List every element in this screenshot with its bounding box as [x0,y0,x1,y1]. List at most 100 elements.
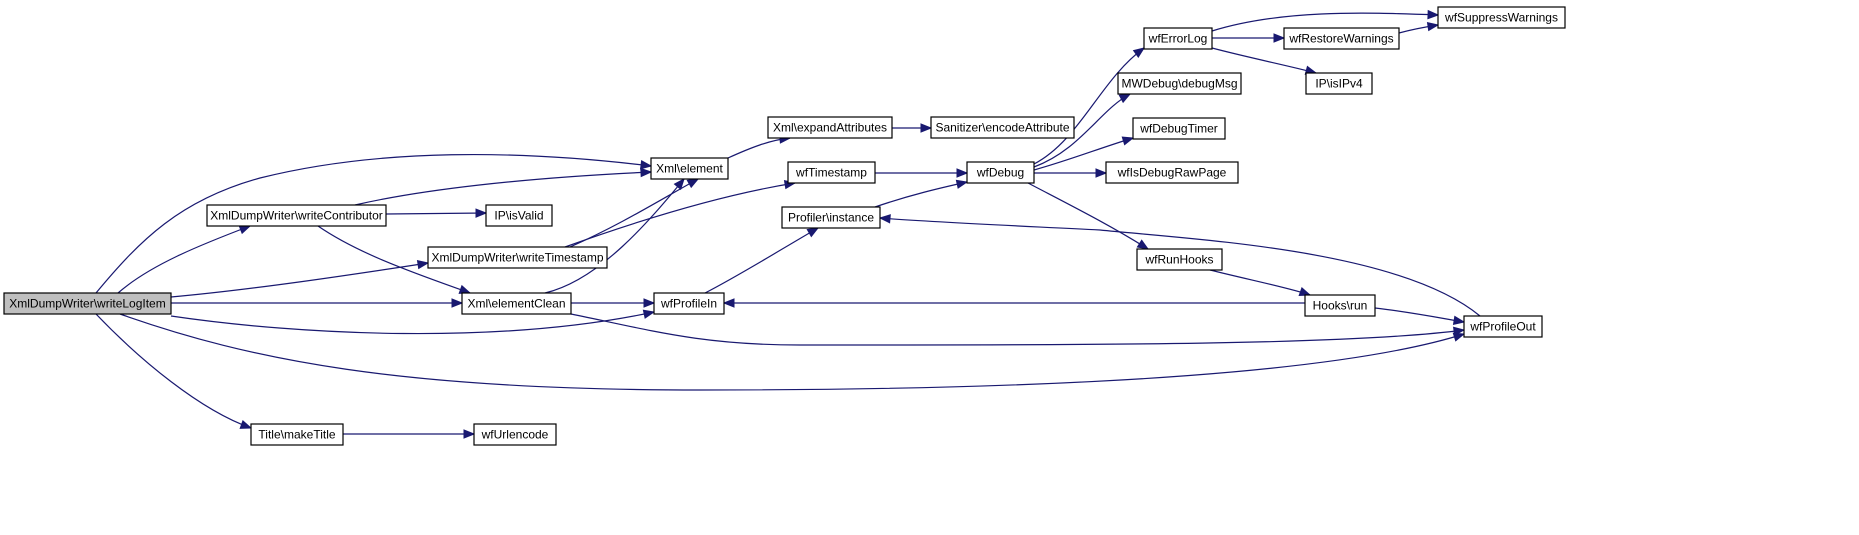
node-box [1283,27,1400,50]
edge-line [1033,47,1145,165]
graph-node-wfDebugTimer[interactable]: wfDebugTimer [1132,117,1226,140]
edge-writeLogItem-to-wfProfileOut [119,313,1466,391]
arrowhead-icon [239,420,253,429]
graph-node-wfProfileOut[interactable]: wfProfileOut [1463,315,1543,338]
arrowhead-icon [475,208,488,218]
edge-line [564,182,796,248]
arrowhead-icon [955,179,969,189]
edge-elementClean-to-wfProfileOut [570,313,1466,346]
edge-line [879,217,1481,317]
node-label: wfDebug [976,166,1024,180]
edge-wfRunHooks-to-hooksRun [1209,269,1312,297]
arrowhead-icon [1132,47,1146,58]
edge-writeLogItem-to-wfProfileIn [170,309,656,335]
edge-wfDebug-to-wfRunHooks [1027,182,1150,250]
node-label: wfTimestamp [795,166,867,180]
edge-line [704,227,819,294]
arrowhead-icon [1452,332,1466,342]
graph-node-hooksRun[interactable]: Hooks\run [1304,294,1376,317]
arrowhead-icon [640,160,653,170]
arrowhead-icon [722,298,735,308]
edge-wfErrorLog-to-isIPv4 [1211,47,1318,75]
node-box [427,246,608,269]
graph-node-writeTimestamp[interactable]: XmlDumpWriter\writeTimestamp [427,246,608,269]
node-box [1304,294,1376,317]
arrowhead-icon [956,168,969,178]
graph-node-encodeAttribute[interactable]: Sanitizer\encodeAttribute [930,116,1075,139]
edge-line [1033,93,1131,168]
arrowhead-icon [1118,93,1132,104]
call-graph-edges [95,9,1481,439]
edge-line [1027,182,1149,250]
arrowhead-icon [1452,315,1466,325]
node-label: Hooks\run [1313,299,1368,313]
node-box [966,161,1035,184]
node-box [1105,161,1239,184]
arrowhead-icon [642,309,656,319]
graph-node-makeTitle[interactable]: Title\makeTitle [250,423,344,446]
edge-line [1374,307,1465,323]
node-box [1117,72,1242,95]
arrowhead-icon [1121,136,1135,146]
node-label: XmlDumpWriter\writeContributor [210,209,382,223]
graph-node-elementClean[interactable]: Xml\elementClean [461,292,572,315]
node-box [1463,315,1543,338]
edge-elementClean-to-element [544,177,685,294]
node-label: wfRestoreWarnings [1288,32,1393,46]
edge-wfProfileIn-to-profilerInstance [704,227,820,294]
node-box [1136,248,1223,271]
edge-line [1209,269,1311,296]
graph-node-wfSuppressWarnings[interactable]: wfSuppressWarnings [1437,6,1566,29]
graph-node-profilerInstance[interactable]: Profiler\instance [781,206,881,229]
graph-node-writeLogItem[interactable]: XmlDumpWriter\writeLogItem [3,292,172,315]
graph-node-wfDebug[interactable]: wfDebug [966,161,1035,184]
edge-line [317,225,471,294]
arrowhead-icon [640,167,653,178]
node-box [250,423,344,446]
edge-writeLogItem-to-writeTimestamp [170,259,430,298]
graph-node-writeContributor[interactable]: XmlDumpWriter\writeContributor [206,204,387,227]
edge-hooksRun-to-wfProfileOut [1374,307,1466,325]
graph-node-wfErrorLog[interactable]: wfErrorLog [1143,27,1213,50]
node-label: XmlDumpWriter\writeLogItem [9,297,165,311]
node-box [485,204,553,227]
node-label: MWDebug\debugMsg [1121,77,1237,91]
node-label: Title\makeTitle [258,428,335,442]
edge-wfErrorLog-to-wfSuppressWarnings [1211,9,1440,32]
edge-line [95,313,252,429]
node-label: wfRunHooks [1144,253,1213,267]
arrowhead-icon [643,298,656,308]
arrowhead-icon [878,214,891,224]
graph-node-wfTimestamp[interactable]: wfTimestamp [787,161,876,184]
graph-node-wfUrlencode[interactable]: wfUrlencode [473,423,557,446]
graph-node-isValid[interactable]: IP\isValid [485,204,553,227]
graph-node-isIPv4[interactable]: IP\isIPv4 [1305,72,1373,95]
graph-node-wfRestoreWarnings[interactable]: wfRestoreWarnings [1283,27,1400,50]
node-label: IP\isValid [494,209,543,223]
edge-wfDebug-to-wfDebugTimer [1033,136,1135,171]
graph-node-wfRunHooks[interactable]: wfRunHooks [1136,248,1223,271]
graph-node-debugMsg[interactable]: MWDebug\debugMsg [1117,72,1242,95]
node-box [3,292,172,315]
edge-line [1033,137,1134,171]
graph-node-wfIsDebugRawPage[interactable]: wfIsDebugRawPage [1105,161,1239,184]
node-box [1437,6,1566,29]
arrowhead-icon [238,225,252,235]
graph-node-element[interactable]: Xml\element [650,157,729,180]
arrowhead-icon [686,178,700,189]
edge-line [1211,12,1439,32]
edge-makeTitle-to-wfUrlencode [343,429,476,439]
arrowhead-icon [416,259,430,270]
arrowhead-icon [1095,168,1108,178]
graph-node-wfProfileIn[interactable]: wfProfileIn [653,292,725,315]
node-box [1132,117,1226,140]
edge-line [544,178,685,294]
edge-line [569,178,699,248]
node-label: wfSuppressWarnings [1444,11,1558,25]
node-box [930,116,1075,139]
arrowhead-icon [458,284,472,294]
edge-writeLogItem-to-element [95,153,653,294]
graph-node-expandAttributes[interactable]: Xml\expandAttributes [767,116,893,139]
arrowhead-icon [463,429,476,439]
